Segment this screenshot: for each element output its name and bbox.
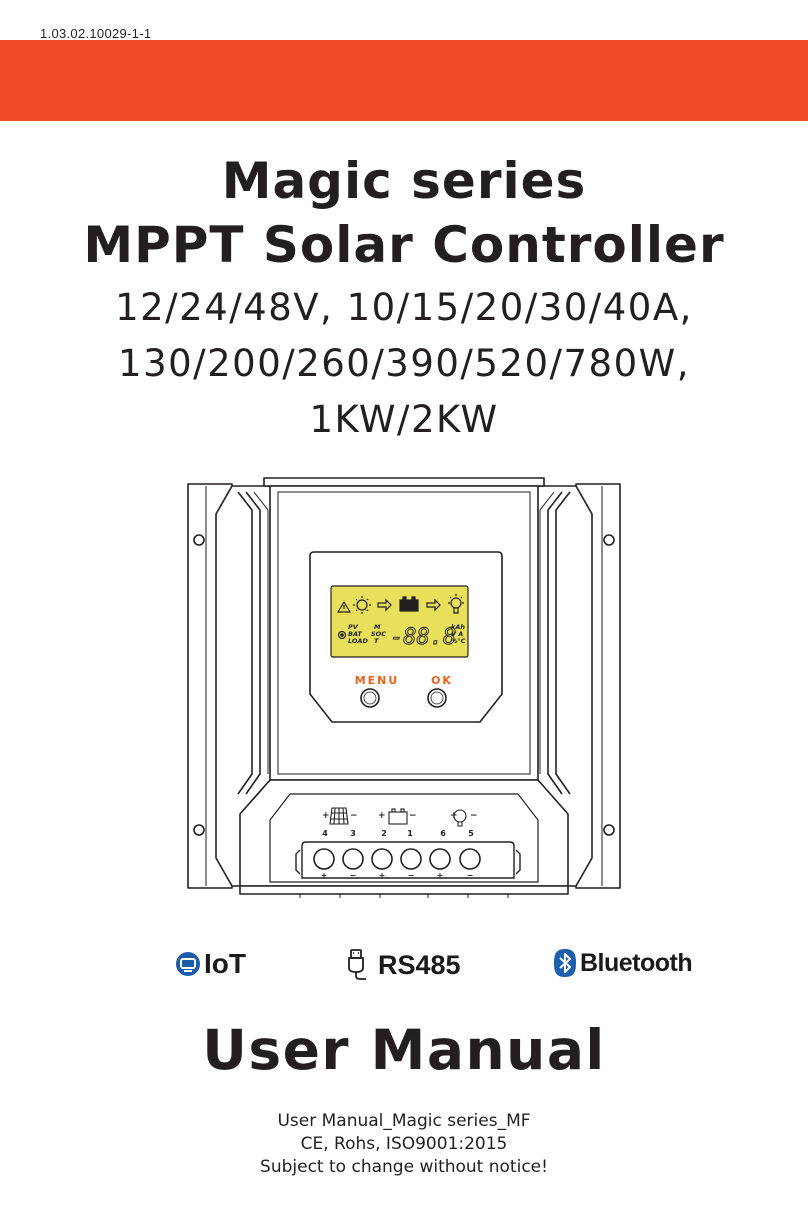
terminal-screw (313, 848, 335, 870)
terminal-number: 5 (468, 829, 474, 838)
lcd-unit-pct-c: %°C (451, 637, 466, 645)
sun-icon (353, 596, 371, 614)
terminal-polarity: − (467, 871, 474, 880)
terminal-polarity: − (350, 871, 357, 880)
svg-text:+: + (378, 811, 386, 821)
controller-illustration: PV BAT LOAD M SOC T kAh V A %°C -88.8 ME… (187, 477, 621, 898)
terminal-polarity: − (408, 871, 415, 880)
footer-notice: Subject to change without notice! (260, 1157, 548, 1177)
lcd-label-t: T (374, 637, 379, 645)
lcd-digits: -88.8 (390, 625, 456, 650)
solar-panel-icon (329, 807, 349, 825)
lcd-label-load: LOAD (348, 637, 368, 645)
battery-icon (388, 808, 408, 825)
product-series-title: Magic series (221, 152, 587, 210)
terminal-screw (429, 848, 451, 870)
brand-band (0, 40, 808, 121)
bulb-icon (453, 809, 467, 827)
terminal-number: 4 (322, 829, 328, 838)
lcd-label-bat: BAT (348, 630, 362, 638)
terminal-screw (371, 848, 393, 870)
manual-title: User Manual (202, 1018, 606, 1082)
lcd-unit-kah: kAh (451, 623, 465, 631)
rs485-label: RS485 (378, 949, 461, 980)
arrow-right-icon (426, 598, 441, 612)
footer-certifications: CE, Rohs, ISO9001:2015 (300, 1134, 508, 1154)
terminal-screw (342, 848, 364, 870)
bluetooth-icon (554, 949, 576, 977)
ok-label: OK (431, 674, 453, 687)
svg-text:−: − (470, 811, 478, 821)
usb-icon (348, 949, 366, 980)
document-code: 1.03.02.10029-1-1 (40, 26, 152, 41)
svg-text:+: + (322, 811, 330, 821)
svg-text:−: − (350, 811, 358, 821)
terminal-screw (459, 848, 481, 870)
footer-manual-id: User Manual_Magic series_MF (277, 1111, 531, 1131)
terminal-number: 6 (440, 829, 446, 838)
spec-power: 130/200/260/390/520/780W, (118, 342, 690, 385)
iot-icon (176, 952, 200, 976)
lcd-label-m: M (374, 623, 381, 631)
terminal-polarity: + (379, 871, 386, 880)
rs485-badge: RS485 (344, 948, 461, 982)
iot-badge: IoT (175, 948, 246, 980)
iot-label: IoT (204, 948, 246, 979)
footer: User Manual_Magic series_MF CE, Rohs, IS… (0, 1110, 808, 1179)
svg-text:−: − (409, 811, 417, 821)
terminal-number: 3 (350, 829, 356, 838)
lcd-label-pv: PV (348, 623, 359, 631)
gear-icon (337, 630, 347, 640)
menu-label: MENU (355, 674, 400, 687)
product-title: MPPT Solar Controller (83, 216, 725, 274)
title-block: Magic series MPPT Solar Controller 12/24… (0, 150, 808, 448)
spec-voltage-current: 12/24/48V, 10/15/20/30/40A, (115, 286, 693, 329)
spec-power-kw: 1KW/2KW (309, 398, 499, 441)
bluetooth-label: Bluetooth (580, 948, 693, 977)
svg-text:+: + (450, 811, 458, 821)
lcd-unit-va: V A (451, 630, 463, 638)
terminal-number: 1 (407, 829, 413, 838)
lcd-label-soc: SOC (371, 630, 386, 638)
terminal-polarity: + (437, 871, 444, 880)
terminal-screw (400, 848, 422, 870)
battery-icon (399, 596, 419, 612)
bluetooth-badge: Bluetooth (553, 948, 693, 978)
terminal-number: 2 (381, 829, 387, 838)
warning-icon (336, 600, 352, 613)
arrow-right-icon (377, 598, 392, 612)
terminal-polarity: + (321, 871, 328, 880)
bulb-icon (448, 594, 464, 614)
